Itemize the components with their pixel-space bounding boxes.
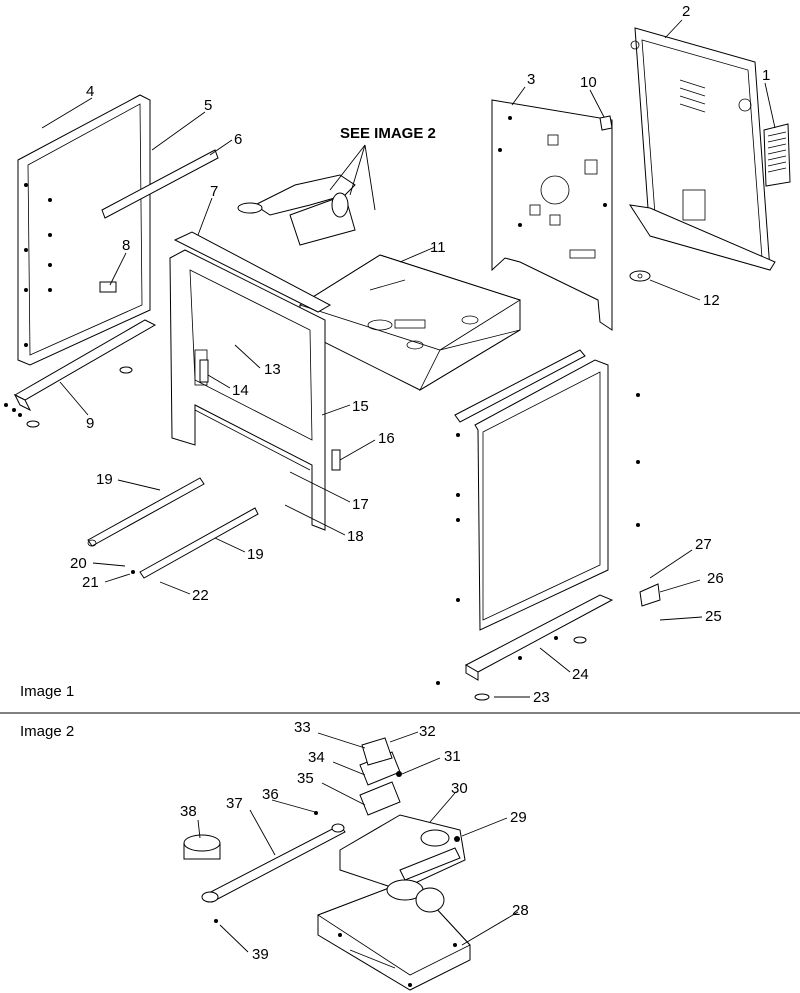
- section-title-image2: Image 2: [20, 723, 74, 740]
- callout-21: 21: [82, 574, 99, 591]
- section-title-image1: Image 1: [20, 683, 74, 700]
- part-right-kick-plate: [436, 594, 614, 701]
- callout-25: 25: [705, 608, 722, 625]
- part-side-rail: [101, 149, 219, 219]
- part-left-side-panel: [17, 94, 151, 366]
- callout-33: 33: [294, 719, 311, 736]
- callout-19b: 19: [247, 546, 264, 563]
- callout-3: 3: [527, 71, 535, 88]
- leader-lines-image1: [41, 19, 776, 698]
- part-clip: [599, 115, 613, 131]
- callout-23: 23: [533, 689, 550, 706]
- part-left-kick-plate: [4, 319, 157, 428]
- part-bracket: [629, 270, 651, 282]
- callout-4: 4: [86, 83, 94, 100]
- callout-38: 38: [180, 803, 197, 820]
- see-image-note: SEE IMAGE 2: [340, 125, 436, 142]
- callout-39: 39: [252, 946, 269, 963]
- leader-lines-image2: [197, 731, 519, 953]
- callout-24: 24: [572, 666, 589, 683]
- callout-15: 15: [352, 398, 369, 415]
- callout-12: 12: [703, 292, 720, 309]
- callout-8: 8: [122, 237, 130, 254]
- callout-30: 30: [451, 780, 468, 797]
- part-cylinder: [183, 834, 221, 860]
- callout-17: 17: [352, 496, 369, 513]
- callout-27: 27: [695, 536, 712, 553]
- part-valve-body: [339, 814, 466, 913]
- callout-26: 26: [707, 570, 724, 587]
- callout-18: 18: [347, 528, 364, 545]
- callout-9: 9: [86, 415, 94, 432]
- callout-7: 7: [210, 183, 218, 200]
- part-right-side-panel: [454, 349, 640, 631]
- part-vent-grille: [763, 123, 791, 187]
- callout-19a: 19: [96, 471, 113, 488]
- callout-13: 13: [264, 361, 281, 378]
- callout-2: 2: [682, 3, 690, 20]
- callout-10: 10: [580, 74, 597, 91]
- part-latch: [99, 281, 117, 293]
- part-rear-panel: [628, 27, 776, 271]
- callout-11: 11: [430, 239, 446, 256]
- part-corner-clip: [639, 583, 661, 607]
- callout-35: 35: [297, 770, 314, 787]
- callout-20: 20: [70, 555, 87, 572]
- callout-36: 36: [262, 786, 279, 803]
- image2-parts: [183, 737, 471, 991]
- callout-14: 14: [232, 382, 249, 399]
- callout-28: 28: [512, 902, 529, 919]
- part-plates: [359, 737, 460, 842]
- callout-32: 32: [419, 723, 436, 740]
- part-back-panel: [491, 99, 613, 331]
- callout-22: 22: [192, 587, 209, 604]
- part-bottom-panel: [299, 254, 521, 392]
- callout-29: 29: [510, 809, 527, 826]
- part-rails: [87, 477, 259, 579]
- part-arm: [201, 823, 346, 903]
- callout-5: 5: [204, 97, 212, 114]
- callout-16: 16: [378, 430, 395, 447]
- callout-31: 31: [444, 748, 461, 765]
- callout-37: 37: [226, 795, 243, 812]
- callout-6: 6: [234, 131, 242, 148]
- part-burner-assembly: [237, 174, 356, 246]
- image1-parts: [4, 27, 791, 701]
- part-front-frame: [169, 231, 332, 531]
- callout-1: 1: [762, 67, 770, 84]
- callout-34: 34: [308, 749, 325, 766]
